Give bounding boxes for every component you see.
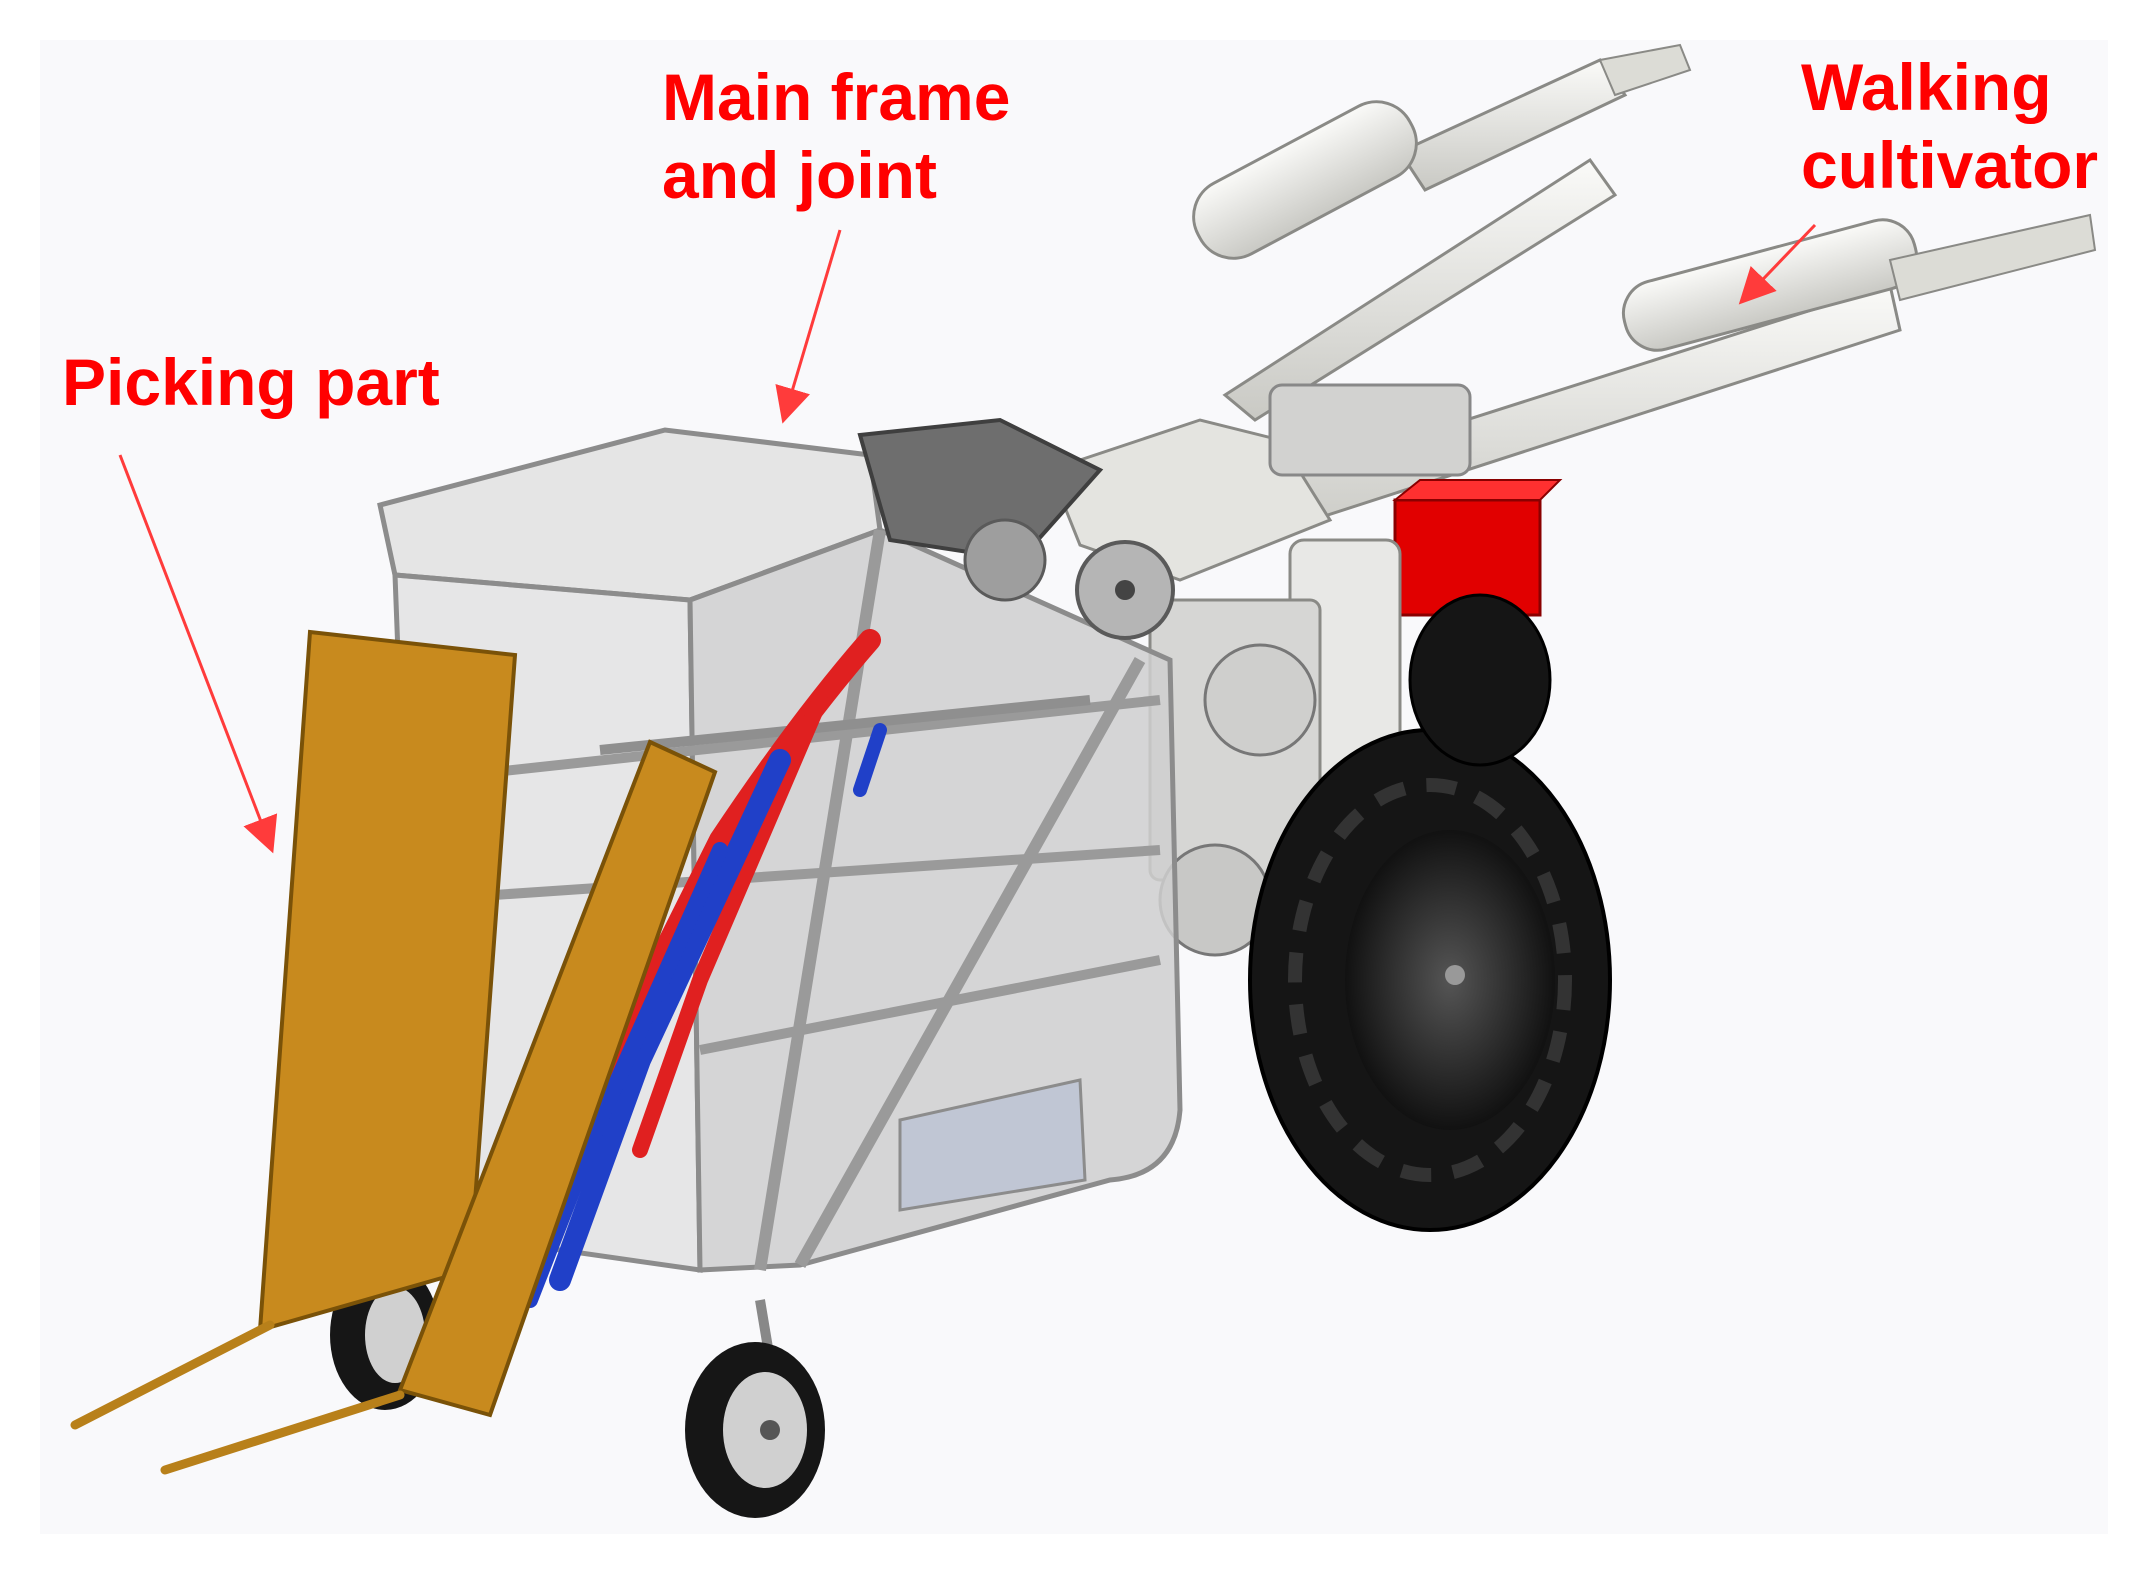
caster-wheel-front xyxy=(685,1299,825,1518)
picking-part-arrow xyxy=(118,454,278,854)
walking-cultivator-arrow xyxy=(1738,223,1817,305)
left-finger xyxy=(70,1320,275,1430)
main-frame-label: Main frame and joint xyxy=(662,58,1010,214)
side-pulley xyxy=(1203,643,1317,757)
joint-bracket xyxy=(857,417,1104,563)
gearbox-top xyxy=(1268,383,1472,477)
handle-yoke xyxy=(1048,418,1333,582)
main-frame-text-line2: and joint xyxy=(662,138,937,212)
rear-tire xyxy=(1408,593,1552,767)
picking-part-label: Picking part xyxy=(62,343,440,421)
picking-part xyxy=(70,629,718,1475)
handle-upper xyxy=(1192,43,1692,422)
main-frame-arrow xyxy=(775,229,842,424)
walking-cultivator-text-line1: Walking xyxy=(1801,50,2052,124)
callout-arrows xyxy=(118,223,1817,854)
right-divider-plate xyxy=(397,739,718,1418)
right-finger xyxy=(160,1390,405,1475)
main-frame-text-line1: Main frame xyxy=(662,60,1011,134)
walking-cultivator-label: Walking cultivator xyxy=(1801,48,2098,204)
drive-wheel xyxy=(1248,593,1612,1232)
walking-cultivator-text-line2: cultivator xyxy=(1801,128,2099,202)
picking-part-text: Picking part xyxy=(62,345,440,419)
